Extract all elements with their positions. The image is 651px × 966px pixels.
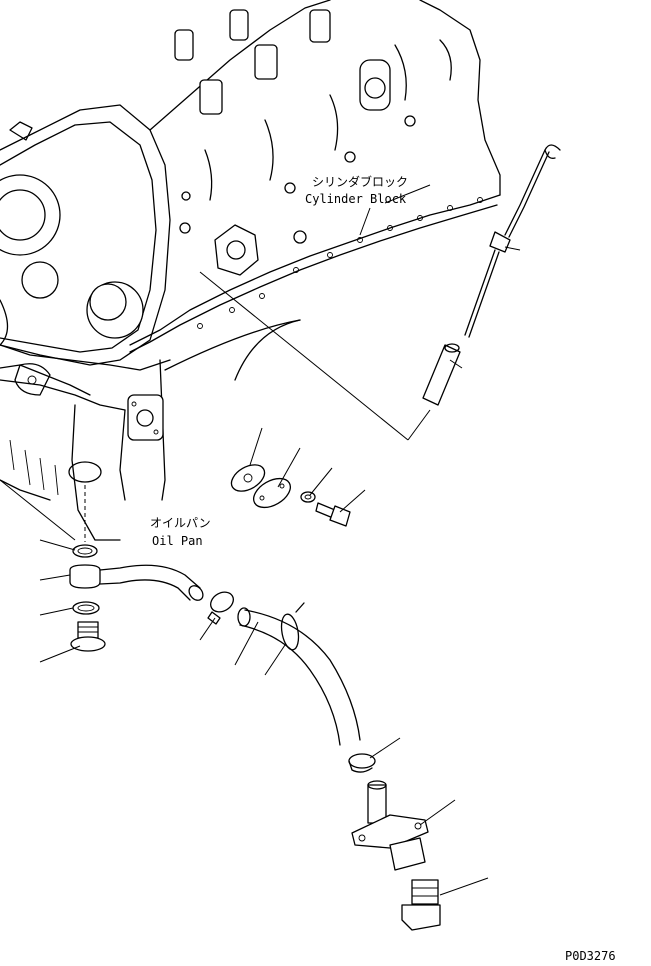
bolt bbox=[315, 502, 351, 527]
oil-pan bbox=[0, 319, 301, 541]
oil-pan-label-en: Oil Pan bbox=[152, 534, 203, 548]
hose bbox=[237, 602, 361, 746]
eye-joint-tube bbox=[69, 564, 204, 601]
elbow-connector bbox=[351, 780, 429, 871]
leader-lines bbox=[0, 184, 521, 896]
adapter-fitting bbox=[401, 879, 441, 931]
hose-clamp bbox=[207, 591, 234, 625]
o-ring-upper bbox=[72, 544, 98, 558]
drain-plug bbox=[70, 621, 106, 652]
drawing-number: P0D3276 bbox=[565, 949, 616, 963]
cover-plate bbox=[253, 477, 291, 509]
hose-insert bbox=[348, 753, 376, 773]
o-ring-lower bbox=[72, 601, 100, 615]
cylinder-block-label-en: Cylinder Block bbox=[305, 192, 407, 206]
oil-pan-label-jp: オイルパン bbox=[150, 516, 211, 530]
washer bbox=[300, 491, 316, 503]
cylinder-block-label-jp: シリンダブロック bbox=[312, 174, 408, 189]
cylinder-block bbox=[129, 0, 501, 353]
front-cover bbox=[0, 104, 171, 366]
dipstick bbox=[422, 144, 561, 406]
gasket bbox=[230, 464, 266, 492]
